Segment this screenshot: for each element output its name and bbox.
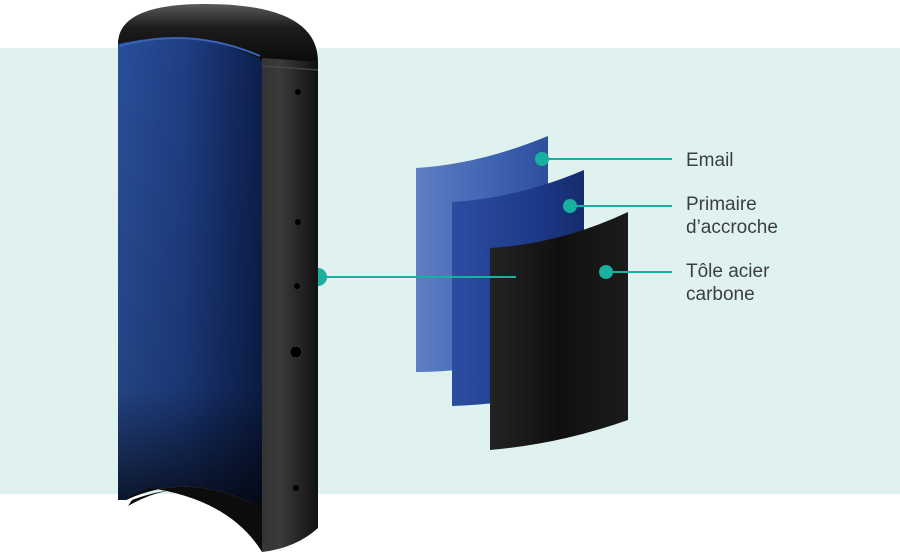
label-tole-line1: Tôle acier — [686, 261, 770, 282]
layer-panels — [416, 136, 628, 450]
tank-callout-dot — [318, 268, 327, 286]
email-callout-dot — [535, 152, 549, 166]
tank-bottom-edge — [126, 486, 262, 552]
tank-port — [289, 345, 303, 359]
tank-port — [294, 283, 300, 289]
label-email: Email — [686, 150, 734, 171]
label-tole-line2: carbone — [686, 284, 755, 305]
primer-callout-dot — [563, 199, 577, 213]
tank-port — [295, 89, 301, 95]
tank-dome — [118, 4, 318, 62]
callouts — [318, 152, 672, 286]
label-primaire-line2: d’accroche — [686, 217, 778, 238]
tank-outer-shell — [128, 58, 318, 552]
label-primaire-line1: Primaire — [686, 194, 757, 215]
tank-port — [295, 219, 301, 225]
tank-cutaway — [118, 4, 319, 552]
tank-port — [293, 485, 299, 491]
steel-panel — [490, 212, 628, 450]
steel-callout-dot — [599, 265, 613, 279]
label-primaire: Primaire d’accroche — [686, 193, 778, 239]
label-tole: Tôle acier carbone — [686, 260, 769, 306]
